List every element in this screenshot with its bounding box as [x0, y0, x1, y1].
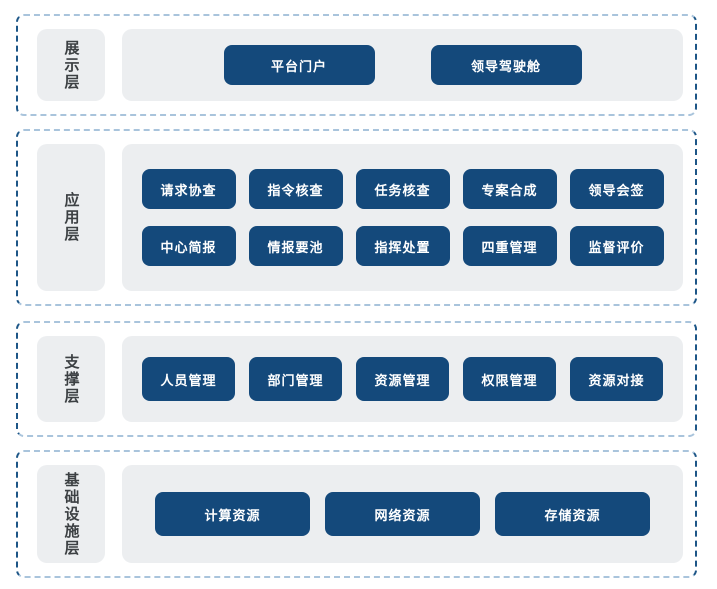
- node-leader-cockpit: 领导驾驶舱: [430, 45, 582, 85]
- node-intel-pool: 情报要池: [248, 226, 343, 266]
- layer-support-name: 支撑层: [62, 353, 81, 405]
- node-permission-management: 权限管理: [463, 357, 556, 401]
- layer-presentation: 展示层 平台门户 领导驾驶舱: [16, 14, 697, 116]
- layer-application-content: 请求协查 指令核查 任务核查 专案合成 领导会签 中心简报 情报要池 指挥处置 …: [122, 144, 683, 291]
- node-compute-resource: 计算资源: [155, 492, 310, 536]
- node-row: 中心简报 情报要池 指挥处置 四重管理 监督评价: [141, 226, 664, 266]
- layer-application: 应用层 请求协查 指令核查 任务核查 专案合成 领导会签 中心简报 情报要池 指…: [16, 129, 697, 306]
- node-leader-countersign: 领导会签: [569, 169, 664, 209]
- layer-application-name: 应用层: [62, 192, 81, 243]
- node-platform-portal: 平台门户: [223, 45, 375, 85]
- node-task-check: 任务核查: [355, 169, 450, 209]
- layer-presentation-content: 平台门户 领导驾驶舱: [122, 29, 683, 101]
- node-personnel-management: 人员管理: [142, 357, 235, 401]
- layer-presentation-name-box: 展示层: [37, 29, 105, 101]
- layer-support-name-box: 支撑层: [37, 336, 105, 422]
- node-storage-resource: 存储资源: [495, 492, 650, 536]
- node-four-key-management: 四重管理: [462, 226, 557, 266]
- layer-support: 支撑层 人员管理 部门管理 资源管理 权限管理 资源对接: [16, 321, 697, 437]
- node-supervision-evaluation: 监督评价: [569, 226, 664, 266]
- node-resource-management: 资源管理: [356, 357, 449, 401]
- layer-support-content: 人员管理 部门管理 资源管理 权限管理 资源对接: [122, 336, 683, 422]
- node-department-management: 部门管理: [249, 357, 342, 401]
- layer-infrastructure: 基础设施层 计算资源 网络资源 存储资源: [16, 450, 697, 578]
- node-row: 人员管理 部门管理 资源管理 权限管理 资源对接: [142, 357, 663, 401]
- node-row: 计算资源 网络资源 存储资源: [155, 492, 650, 536]
- layer-infrastructure-content: 计算资源 网络资源 存储资源: [122, 465, 683, 563]
- node-directive-check: 指令核查: [248, 169, 343, 209]
- node-command-disposal: 指挥处置: [355, 226, 450, 266]
- node-request-assist-check: 请求协查: [141, 169, 236, 209]
- layer-presentation-name: 展示层: [62, 39, 81, 91]
- node-row: 平台门户 领导驾驶舱: [223, 45, 582, 85]
- node-center-briefing: 中心简报: [141, 226, 236, 266]
- layer-infrastructure-name-box: 基础设施层: [37, 465, 105, 563]
- node-row: 请求协查 指令核查 任务核查 专案合成 领导会签: [141, 169, 664, 209]
- layer-application-name-box: 应用层: [37, 144, 105, 291]
- node-special-case-synthesis: 专案合成: [462, 169, 557, 209]
- node-resource-integration: 资源对接: [570, 357, 663, 401]
- node-network-resource: 网络资源: [325, 492, 480, 536]
- layer-infrastructure-name: 基础设施层: [62, 471, 81, 557]
